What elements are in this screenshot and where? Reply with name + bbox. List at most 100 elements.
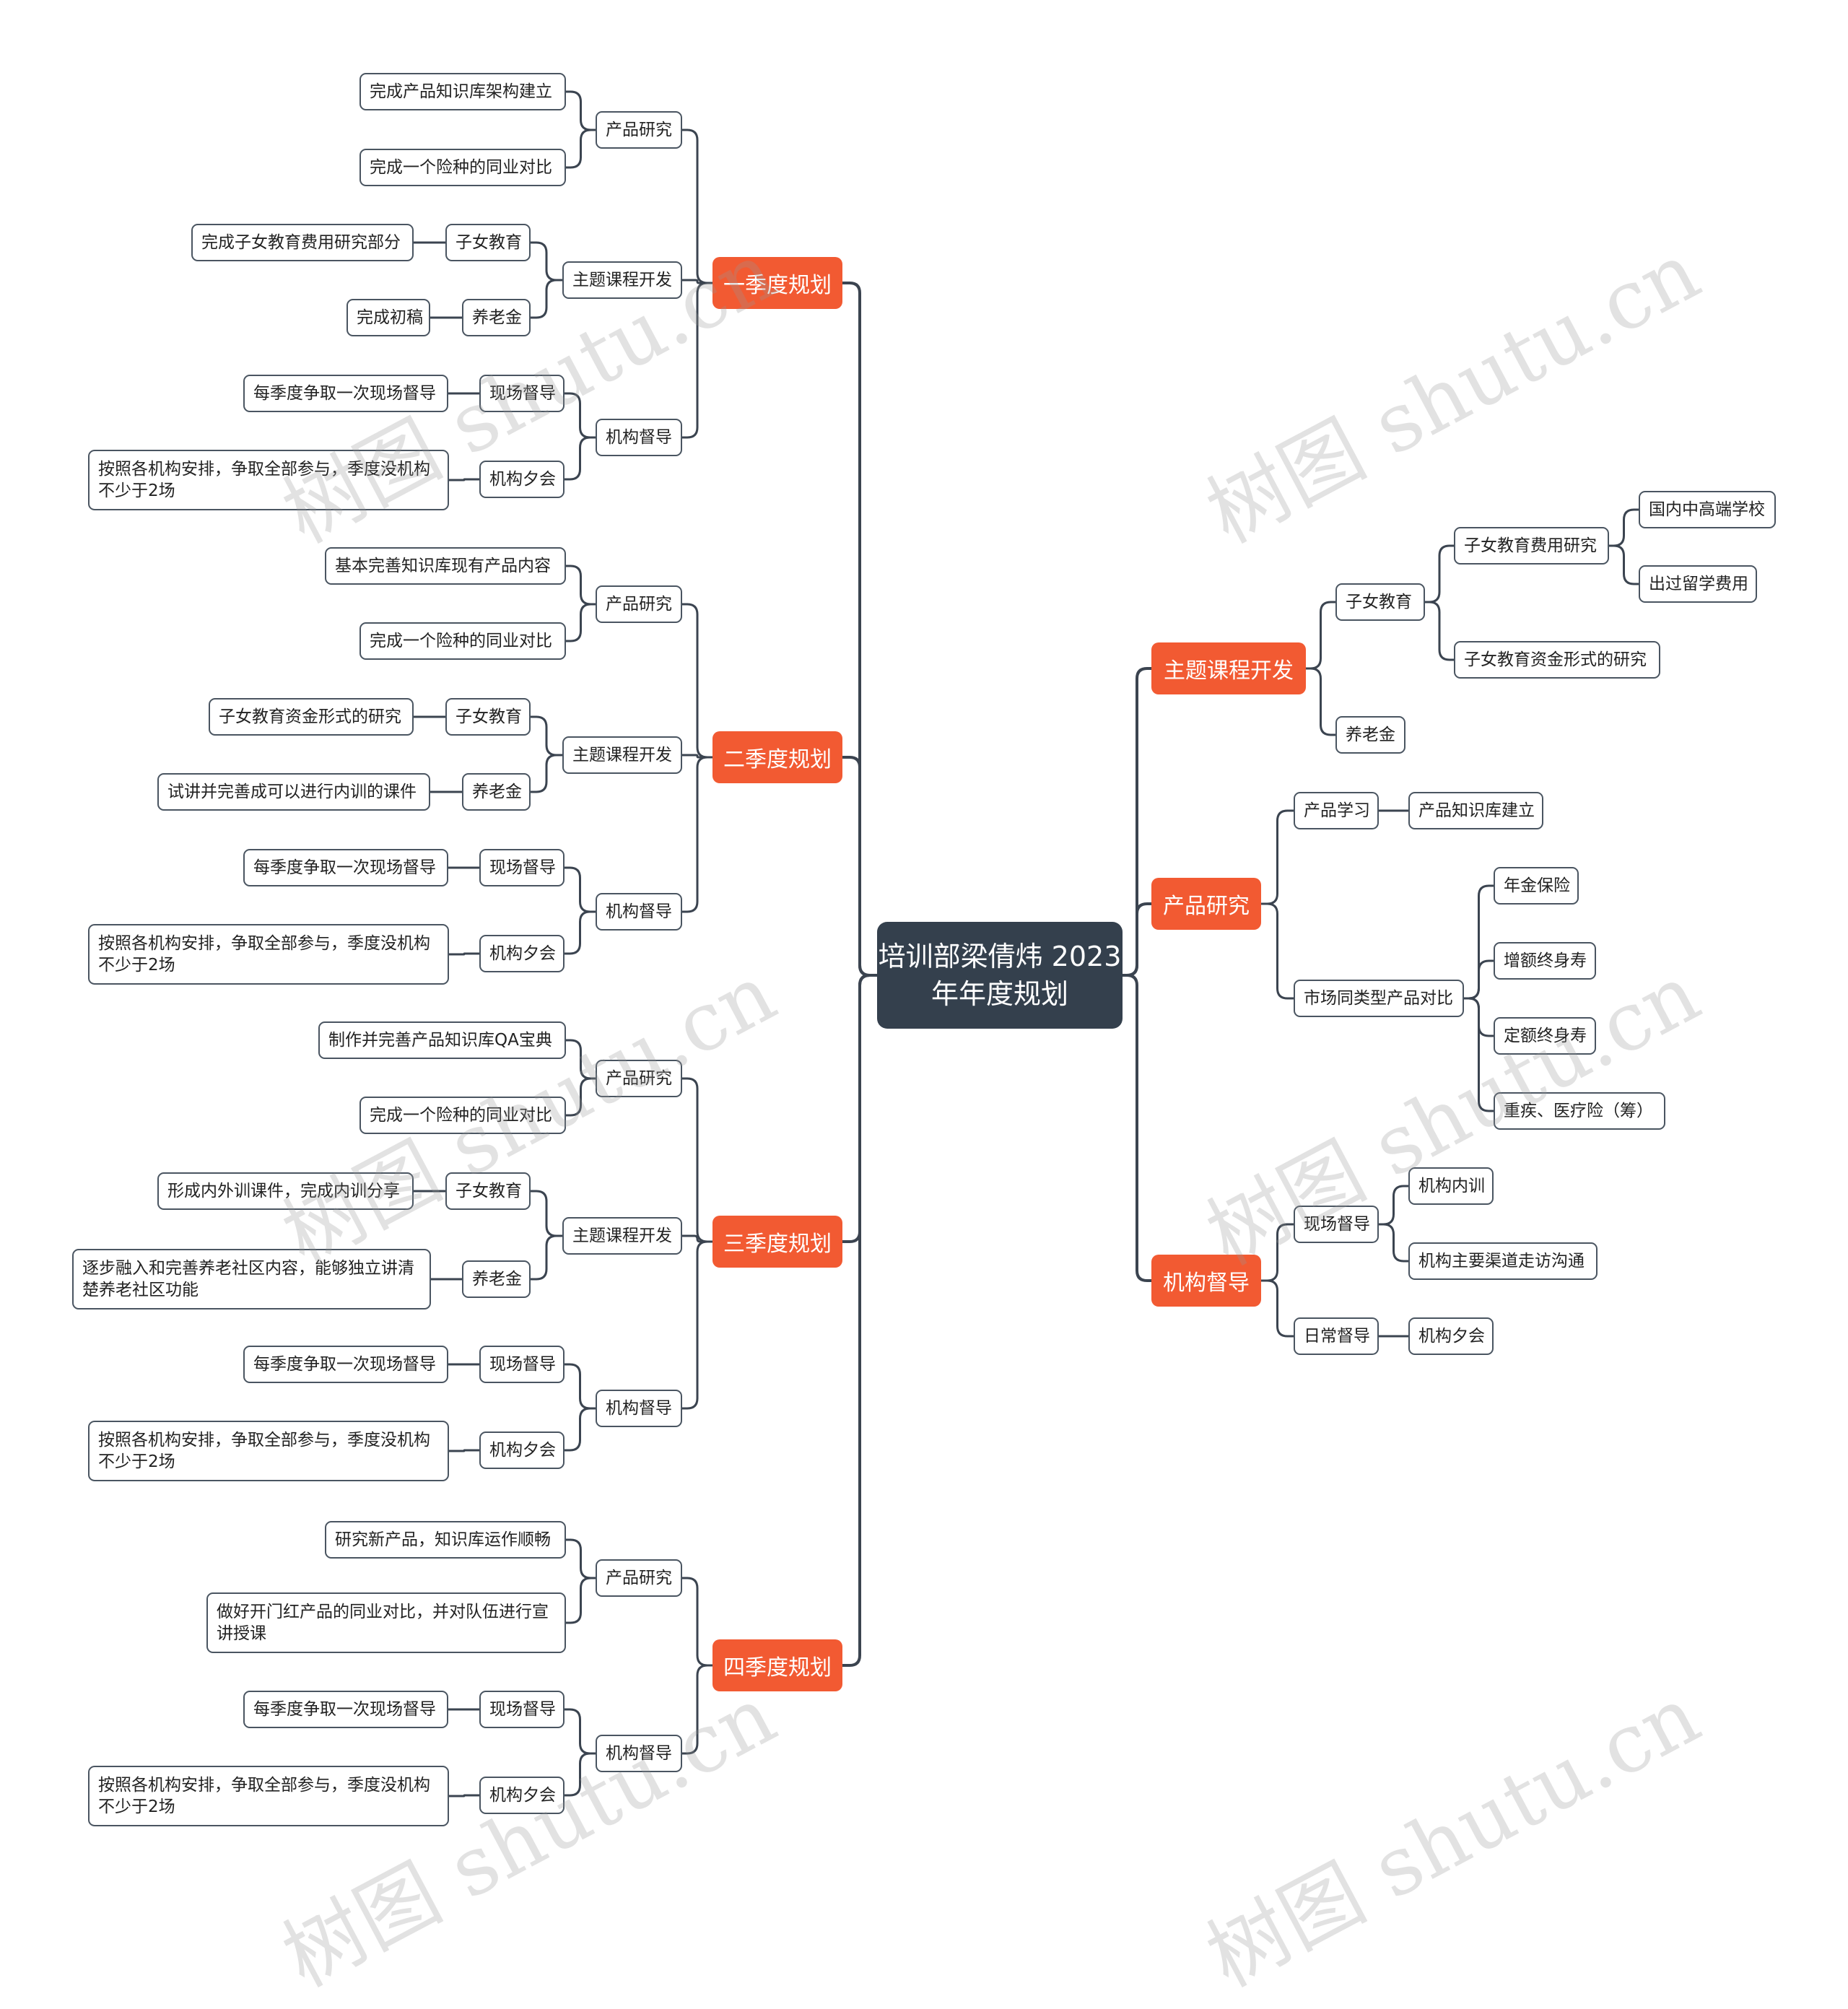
- q3-onsite-supervision[interactable]: 现场督导: [479, 1346, 565, 1383]
- q1-pension[interactable]: 养老金: [462, 299, 531, 336]
- q1-pension-item[interactable]: 完成初稿: [346, 299, 430, 336]
- right-domestic-schools[interactable]: 国内中高端学校: [1639, 491, 1776, 528]
- q4-evening-meeting[interactable]: 机构夕会: [479, 1777, 565, 1814]
- right-knowledge-base[interactable]: 产品知识库建立: [1408, 792, 1543, 829]
- right-child-education-funding[interactable]: 子女教育资金形式的研究: [1454, 641, 1660, 679]
- right-product-learning[interactable]: 产品学习: [1294, 792, 1379, 829]
- right-child-education[interactable]: 子女教育: [1335, 583, 1425, 621]
- topic-q2-plan[interactable]: 二季度规划: [712, 731, 842, 783]
- q2-pension[interactable]: 养老金: [462, 773, 531, 811]
- right-child-education-cost[interactable]: 子女教育费用研究: [1454, 527, 1609, 565]
- connector-r2b-r2b2: [1464, 959, 1494, 1000]
- connector-lines: [414, 90, 1639, 1797]
- connector-q3b-q3b1: [531, 1190, 562, 1237]
- connector-q1c2-q1c2a: [449, 478, 479, 481]
- q1-evening-meeting[interactable]: 机构夕会: [479, 461, 565, 498]
- connector-q2b-q2b1: [531, 715, 562, 757]
- connector-q1c-q1c1: [565, 392, 596, 439]
- connector-n-q2-q2a: [682, 603, 712, 759]
- q2-child-education-item[interactable]: 子女教育资金形式的研究: [209, 698, 414, 736]
- q3-course-dev[interactable]: 主题课程开发: [562, 1217, 682, 1255]
- q2-pension-item[interactable]: 试讲并完善成可以进行内训的课件: [157, 773, 430, 811]
- q1-onsite-supervision-item[interactable]: 每季度争取一次现场督导: [243, 375, 448, 412]
- connector-r3a-r3a1: [1379, 1185, 1408, 1226]
- q2-supervision[interactable]: 机构督导: [596, 893, 682, 931]
- q4-product-research[interactable]: 产品研究: [596, 1559, 682, 1597]
- q4-onsite-supervision-item[interactable]: 每季度争取一次现场督导: [243, 1691, 448, 1728]
- connector-n-q3-q3b: [682, 1234, 712, 1243]
- topic-course-dev[interactable]: 主题课程开发: [1151, 642, 1306, 694]
- q3-pension[interactable]: 养老金: [462, 1260, 531, 1298]
- q1-onsite-supervision[interactable]: 现场督导: [479, 375, 565, 412]
- connector-n-q2-q2c: [682, 756, 712, 913]
- connector-r2-r2b: [1261, 902, 1294, 1000]
- connector-n-q1-q1a: [682, 128, 712, 284]
- q3-product-research[interactable]: 产品研究: [596, 1060, 682, 1097]
- q2-product-research-item-2[interactable]: 完成一个险种的同业对比: [359, 622, 566, 660]
- q4-product-research-item-1[interactable]: 研究新产品，知识库运作顺畅: [325, 1521, 566, 1559]
- q4-evening-meeting-item[interactable]: 按照各机构安排，争取全部参与，季度没机构不少于2场: [88, 1766, 449, 1826]
- q1-course-dev[interactable]: 主题课程开发: [562, 261, 682, 299]
- connector-r1a1-r1a1b: [1609, 544, 1639, 585]
- q1-product-research-item-1[interactable]: 完成产品知识库架构建立: [359, 73, 566, 110]
- right-pension[interactable]: 养老金: [1335, 716, 1405, 754]
- right-study-abroad-cost[interactable]: 出过留学费用: [1639, 565, 1757, 603]
- mind-map-canvas: 培训部梁倩炜 2023年年度规划 一季度规划 二季度规划 三季度规划 四季度规划…: [72, 73, 1776, 2005]
- q4-onsite-supervision[interactable]: 现场督导: [479, 1691, 565, 1728]
- q1-child-education-item[interactable]: 完成子女教育费用研究部分: [191, 224, 414, 261]
- connector-q4c2-q4c2a: [449, 1794, 479, 1797]
- right-critical-illness[interactable]: 重疾、医疗险（筹）: [1494, 1092, 1665, 1130]
- connector-q4a-q4a1: [566, 1538, 596, 1579]
- right-onsite-supervision[interactable]: 现场督导: [1294, 1206, 1379, 1243]
- q3-child-education[interactable]: 子女教育: [445, 1172, 531, 1210]
- connector-q2a-q2a2: [566, 603, 596, 642]
- topic-q3-plan[interactable]: 三季度规划: [712, 1216, 842, 1268]
- connector-q1b-q1b1: [531, 241, 562, 282]
- right-internal-training[interactable]: 机构内训: [1408, 1167, 1494, 1205]
- q2-product-research[interactable]: 产品研究: [596, 585, 682, 623]
- right-annuity[interactable]: 年金保险: [1494, 867, 1579, 905]
- right-evening-meeting[interactable]: 机构夕会: [1408, 1317, 1494, 1355]
- q3-evening-meeting[interactable]: 机构夕会: [479, 1431, 565, 1469]
- q1-child-education[interactable]: 子女教育: [445, 224, 531, 261]
- connector-q3a-q3a1: [566, 1039, 596, 1080]
- root-topic[interactable]: 培训部梁倩炜 2023年年度规划: [877, 922, 1123, 1029]
- q3-onsite-supervision-item[interactable]: 每季度争取一次现场督导: [243, 1346, 448, 1383]
- right-fixed-life[interactable]: 定额终身寿: [1494, 1017, 1596, 1055]
- right-daily-supervision[interactable]: 日常督导: [1294, 1317, 1379, 1355]
- right-market-comparison[interactable]: 市场同类型产品对比: [1294, 980, 1464, 1017]
- connector-r3-r3b: [1261, 1279, 1294, 1338]
- q3-pension-item[interactable]: 逐步融入和完善养老社区内容，能够独立讲清楚养老社区功能: [72, 1249, 431, 1309]
- q1-evening-meeting-item[interactable]: 按照各机构安排，争取全部参与，季度没机构不少于2场: [88, 450, 449, 510]
- q4-supervision[interactable]: 机构督导: [596, 1735, 682, 1772]
- q3-child-education-item[interactable]: 形成内外训课件，完成内训分享: [157, 1172, 414, 1210]
- topic-q1-plan[interactable]: 一季度规划: [712, 257, 842, 309]
- q2-product-research-item-1[interactable]: 基本完善知识库现有产品内容: [325, 547, 566, 585]
- q4-product-research-item-2[interactable]: 做好开门红产品的同业对比，并对队伍进行宣讲授课: [206, 1592, 566, 1653]
- connector-r1-r1a: [1306, 601, 1335, 670]
- connector-n-q2-q2b: [682, 754, 712, 759]
- right-channel-visits[interactable]: 机构主要渠道走访沟通: [1408, 1242, 1598, 1280]
- q1-product-research-item-2[interactable]: 完成一个险种的同业对比: [359, 149, 566, 186]
- connector-q1c-q1c2: [565, 436, 596, 481]
- q1-product-research[interactable]: 产品研究: [596, 111, 682, 149]
- connector-n-root-r2: [1123, 902, 1151, 977]
- q2-evening-meeting[interactable]: 机构夕会: [479, 935, 565, 972]
- q2-onsite-supervision[interactable]: 现场督导: [479, 849, 565, 886]
- q3-product-research-item-2[interactable]: 完成一个险种的同业对比: [359, 1097, 566, 1134]
- topic-q4-plan[interactable]: 四季度规划: [712, 1639, 842, 1691]
- q2-evening-meeting-item[interactable]: 按照各机构安排，争取全部参与，季度没机构不少于2场: [88, 924, 449, 985]
- q3-evening-meeting-item[interactable]: 按照各机构安排，争取全部参与，季度没机构不少于2场: [88, 1421, 449, 1481]
- right-increasing-life[interactable]: 增额终身寿: [1494, 942, 1596, 980]
- q2-child-education[interactable]: 子女教育: [445, 698, 531, 736]
- q3-supervision[interactable]: 机构督导: [596, 1390, 682, 1427]
- q2-onsite-supervision-item[interactable]: 每季度争取一次现场督导: [243, 849, 448, 886]
- q2-course-dev[interactable]: 主题课程开发: [562, 736, 682, 774]
- connector-n-root-r3: [1123, 974, 1151, 1282]
- connector-r1a1-r1a1a: [1609, 508, 1639, 547]
- topic-supervision[interactable]: 机构督导: [1151, 1255, 1261, 1307]
- q3-product-research-item-1[interactable]: 制作并完善产品知识库QA宝典: [318, 1021, 566, 1059]
- q1-supervision[interactable]: 机构督导: [596, 419, 682, 456]
- connector-r1a-r1a1: [1425, 544, 1454, 603]
- topic-product-research[interactable]: 产品研究: [1151, 878, 1261, 930]
